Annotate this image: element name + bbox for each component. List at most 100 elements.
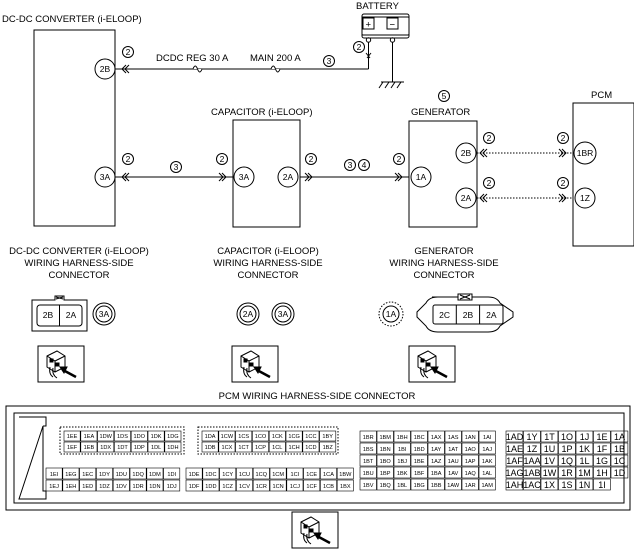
pcm-pin-cell: [129, 479, 147, 492]
pcm-pin-cell: [558, 442, 576, 455]
pcm-pin-cell: [219, 479, 237, 492]
dcdc-connector-caption-line3: CONNECTOR: [48, 270, 109, 281]
generator-connector-caption-line1: GENERATOR: [414, 246, 473, 257]
pcm-pin-cell: [444, 430, 462, 443]
pcm-pin-label: 1Q: [561, 456, 573, 466]
pcm-pin-cell: [201, 430, 219, 442]
pcm-pin-cell: [410, 478, 428, 491]
pcm-pin-label: 1EE: [67, 434, 78, 440]
pcm-pin-label: 1DR: [132, 484, 143, 490]
pcm-pin-label: 1CY: [222, 472, 233, 478]
pcm-pin-cell: [252, 479, 270, 492]
pcm-pin-cell: [427, 442, 445, 455]
pcm-pin-cell: [202, 467, 220, 480]
wire-callouts: [122, 41, 569, 189]
callout-2-i: 2: [561, 133, 566, 143]
pcm-pin-label: 1BK: [397, 471, 408, 477]
pcm-pin-cell: [523, 442, 541, 455]
pcm-pin-cell: [268, 430, 286, 442]
pcm-pin-cell: [97, 430, 115, 442]
pcm-pin-cell: [575, 430, 594, 443]
pcm-pin-cell: [252, 430, 269, 442]
pcm-pin-label: 1EG: [65, 472, 76, 478]
callout-2-a: 2: [126, 47, 131, 57]
pcm-pin-label: 1AN: [465, 435, 476, 441]
pcm-pin-cell: [285, 430, 303, 442]
pcm-pin-cell: [219, 467, 237, 480]
pcm-pin-cell: [427, 466, 445, 479]
pcm-pin-label: 1EH: [65, 484, 76, 490]
pcm-pin-cell: [218, 441, 236, 453]
pcm-pin-label: 1AF: [506, 456, 523, 466]
pcm-pin-label: 1B: [614, 444, 625, 454]
pcm-pin-cell: [359, 466, 377, 479]
pcm-pin-label: 1DV: [116, 484, 127, 490]
pcm-pin-label: 1CI: [291, 472, 300, 478]
pcm-pin-cell: [478, 466, 496, 479]
pcm-pin-label: 1BS: [363, 447, 374, 453]
ground-symbol: [378, 42, 404, 89]
pcm-pin-label: 1CQ: [256, 472, 268, 478]
terminal-generator-2a-label: 2A: [461, 193, 472, 203]
pcm-pin-label: 1AC: [523, 480, 541, 490]
pcm-pin-label: 1CO: [255, 434, 267, 440]
pcm-pin-label: 1ED: [82, 484, 93, 490]
pcm-pin-cell: [359, 454, 377, 467]
pcm-pin-label: 1BM: [379, 435, 391, 441]
callout-4: 4: [362, 160, 367, 170]
pcm-pin-label: 1EB: [84, 445, 95, 451]
pcm-pin-cell: [185, 479, 203, 492]
pcm-pin-label: 1DD: [205, 484, 216, 490]
pcm-pin-cell: [523, 454, 541, 467]
callout-5: 5: [442, 91, 447, 101]
terminal-pcm-1z: [574, 187, 596, 209]
pcm-pin-label: 1CN: [272, 484, 283, 490]
battery-title: BATTERY: [356, 1, 400, 12]
pcm-pin-cell: [63, 430, 81, 442]
terminal-dcdc-2b-label: 2B: [100, 64, 111, 74]
pcm-block-frames: [59, 426, 339, 455]
pcm-pin-label: 1AZ: [431, 459, 442, 465]
pcm-pin-label: 1CK: [272, 434, 283, 440]
fuse-dcdc-reg-label: DCDC REG 30 A: [156, 53, 229, 64]
pcm-pin-cell: [610, 442, 629, 455]
capacitor-connector-face: [236, 302, 295, 326]
pcm-pin-cell: [302, 430, 320, 442]
generator-face-pin-2c: 2C: [439, 310, 450, 320]
pcm-pin-label: 1V: [544, 456, 555, 466]
view-direction-icon-capacitor: [230, 344, 280, 384]
callout-2-f: 2: [397, 154, 402, 164]
pcm-pin-label: 1Y: [526, 432, 537, 442]
pcm-pin-cell: [427, 454, 445, 467]
pcm-pin-cell: [269, 467, 287, 480]
pcm-pin-cell: [593, 454, 611, 467]
pcm-pin-label: 1I: [598, 480, 606, 490]
pcm-pin-cell: [376, 430, 394, 443]
pcm-pin-cell: [359, 442, 377, 455]
pcm-pin-label: 1BE: [414, 459, 425, 465]
view-direction-icon-generator: [407, 344, 457, 384]
pcm-pin-label: 1BP: [380, 471, 391, 477]
pcm-pin-label: 1AG: [505, 468, 523, 478]
pcm-pin-cell: [478, 454, 496, 467]
pcm-pin-label: 1DW: [99, 434, 112, 440]
pcm-pin-label: 1E: [596, 432, 607, 442]
pcm-pin-label: 1EA: [84, 434, 95, 440]
pcm-connector-outline: [5, 405, 631, 511]
pcm-pin-label: 1CL: [272, 445, 282, 451]
pcm-pin-label: 1CV: [239, 484, 250, 490]
pcm-pin-label: 1BG: [414, 483, 425, 489]
pcm-pin-label: 1K: [579, 444, 590, 454]
pcm-pin-cell: [505, 442, 524, 455]
pcm-pin-label: 1AV: [448, 471, 458, 477]
pcm-pin-label: 1BI: [398, 447, 407, 453]
pcm-pin-label: 1DM: [149, 472, 161, 478]
callout-2-c: 2: [126, 154, 131, 164]
terminal-dcdc-3a-label: 3A: [100, 172, 111, 182]
pcm-pin-cell: [523, 430, 541, 443]
pcm-pin-label: 1DS: [117, 434, 128, 440]
pcm-pin-cell: [393, 442, 411, 455]
pcm-pin-cell: [164, 441, 182, 453]
pcm-pin-label: 1AQ: [465, 471, 477, 477]
